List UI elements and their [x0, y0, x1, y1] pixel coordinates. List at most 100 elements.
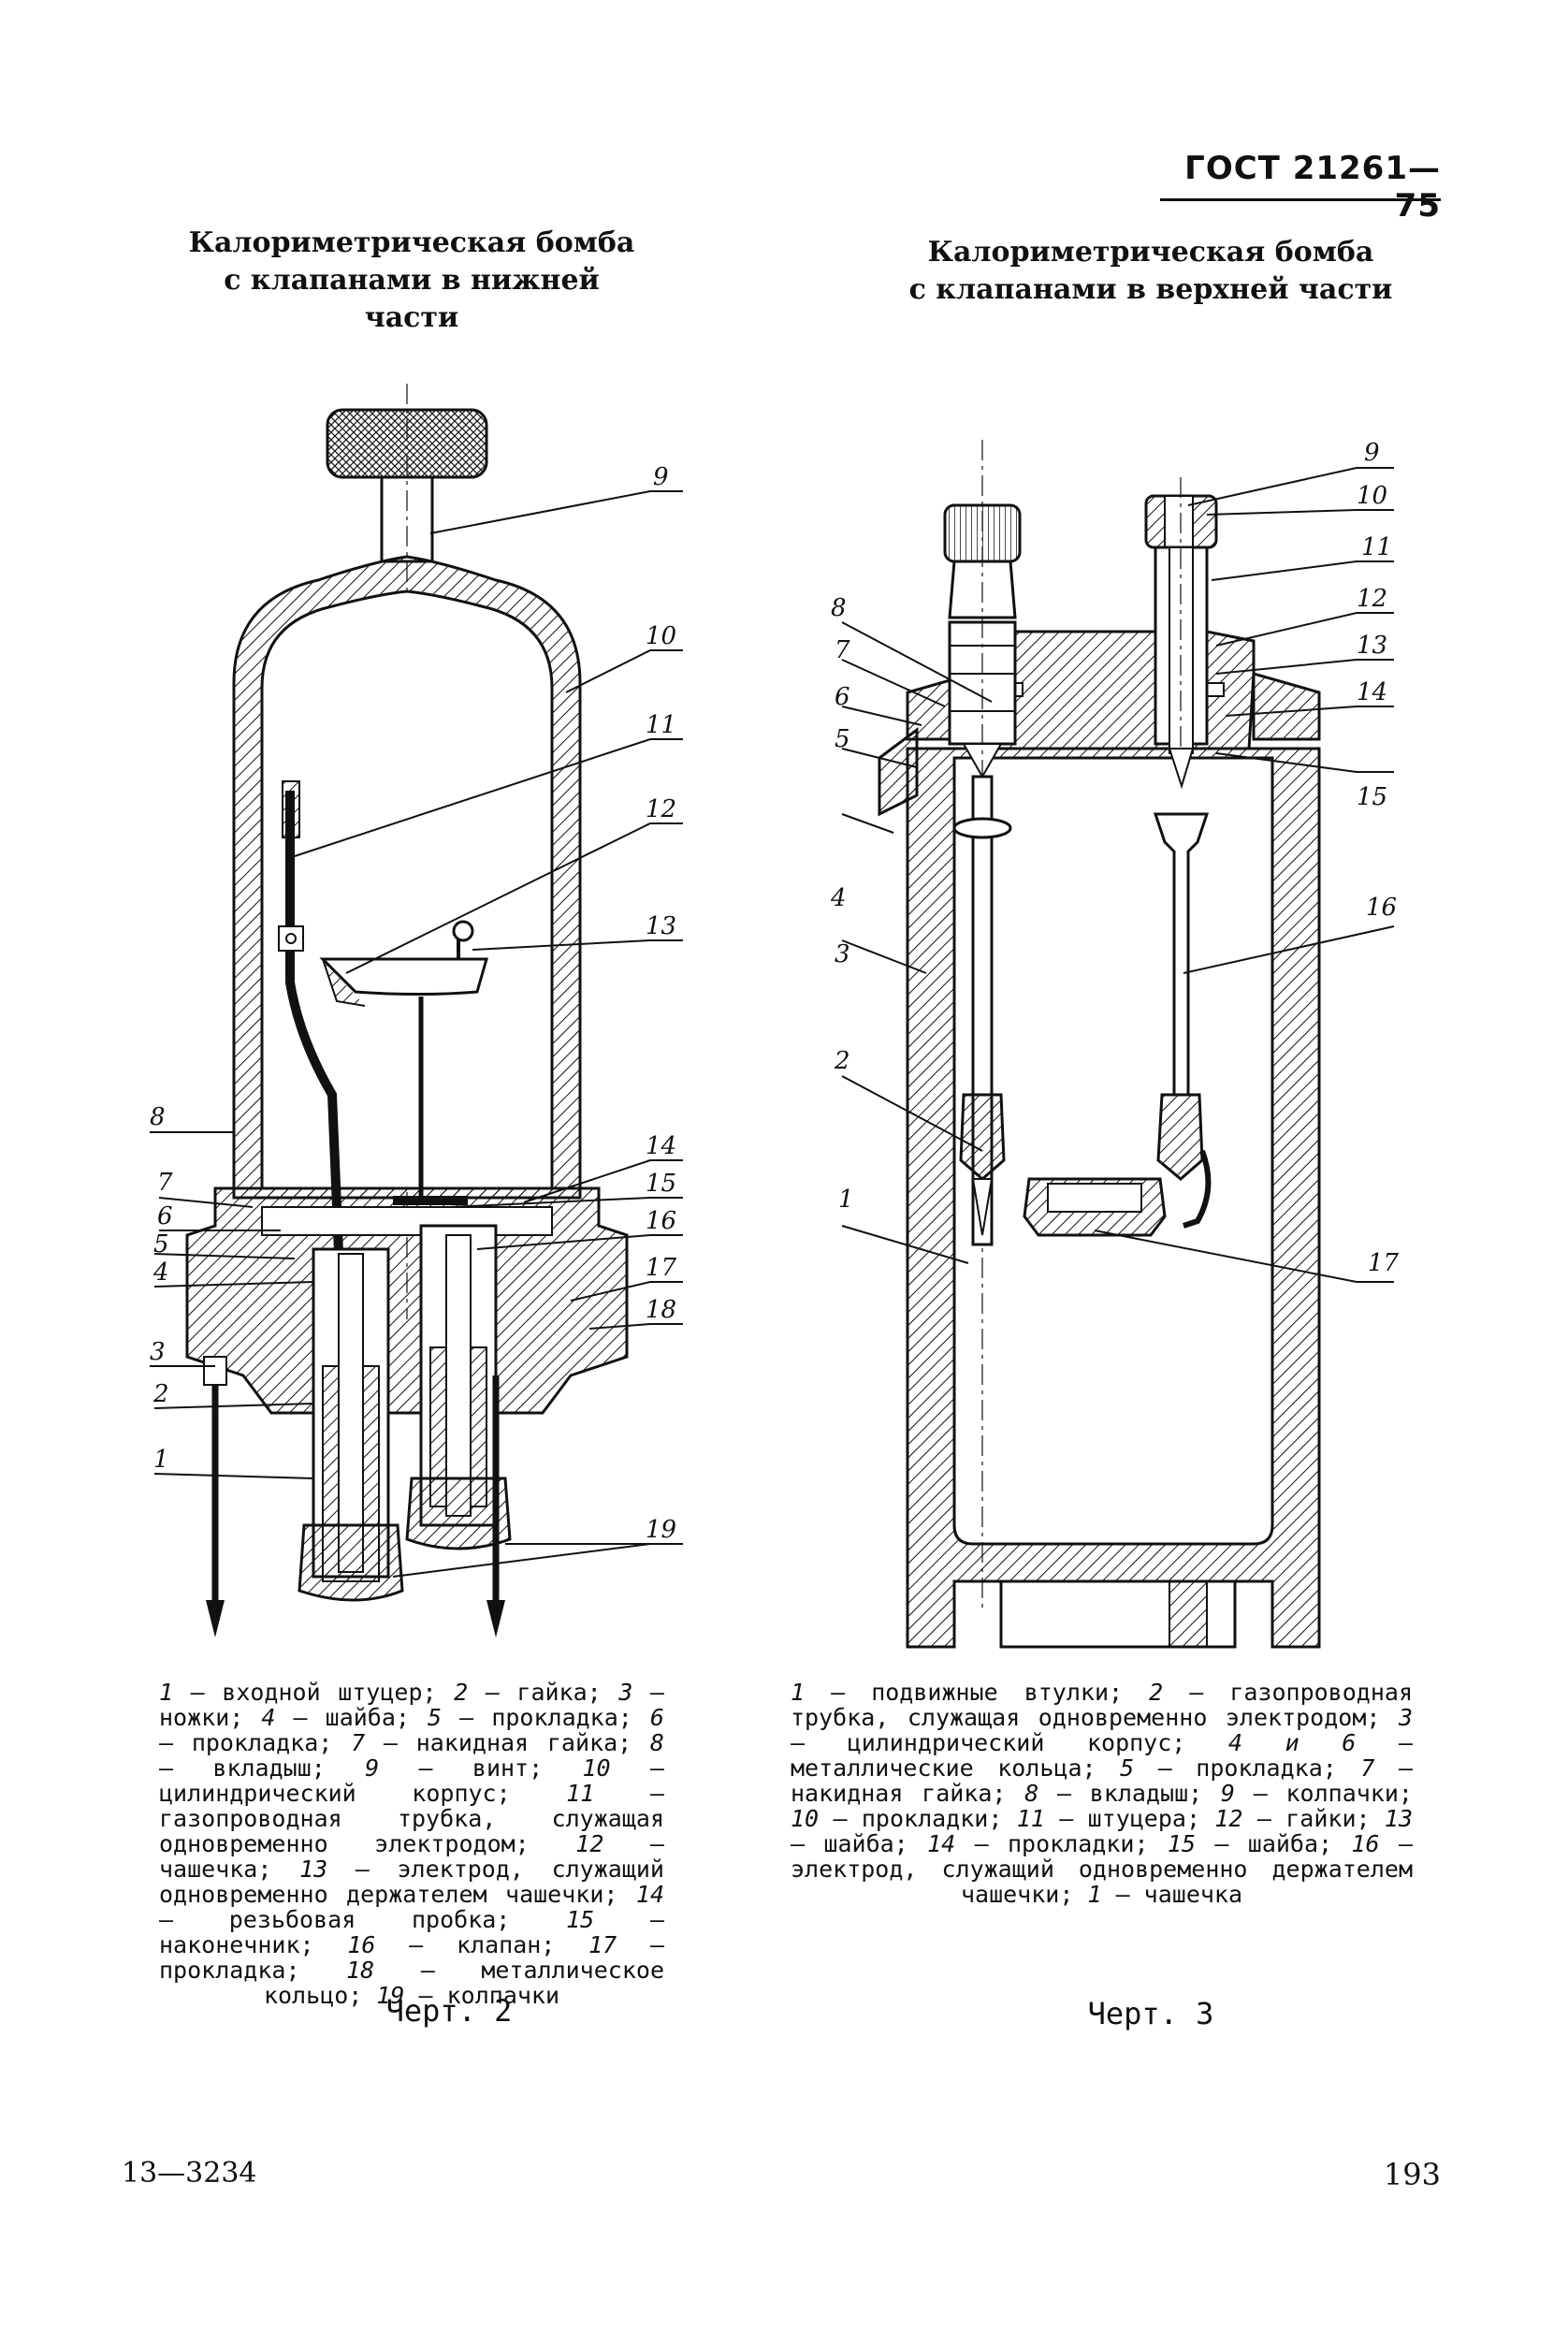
- legend-item: 16 — клапан;: [347, 1931, 556, 1958]
- legend-item-number: 2: [1149, 1679, 1164, 1706]
- legend-item: 9 — колпачки;: [1220, 1780, 1413, 1807]
- legend-item-text: газопроводная трубка, служащая одновреме…: [159, 1805, 664, 1857]
- callout-label: 1: [838, 1186, 854, 1214]
- legend-item: 14 — прокладки;: [927, 1830, 1149, 1857]
- callout-label: 11: [1361, 533, 1392, 561]
- figure-left-caption: Черт. 2: [385, 1993, 513, 2029]
- callout-label: 9: [653, 463, 669, 491]
- legend-item: 19 — колпачки: [376, 1982, 560, 2009]
- legend-item-text: шайба;: [325, 1704, 410, 1731]
- callout-label: 7: [157, 1169, 173, 1197]
- legend-item-text: электрод, служащий одновременно держател…: [159, 1855, 664, 1908]
- callout-label: 7: [835, 636, 850, 664]
- callout-label: 6: [835, 683, 850, 711]
- legend-item-number: 6: [649, 1704, 664, 1731]
- legend-item: 11 — газопроводная трубка, служащая одно…: [159, 1780, 664, 1857]
- legend-item-number: 11: [566, 1780, 595, 1807]
- legend-item-number: 14: [927, 1830, 956, 1857]
- legend-item: 1 — чашечка: [1087, 1881, 1243, 1908]
- legend-item-text: металлическое кольцо;: [263, 1957, 664, 2009]
- legend-item: 12 — гайки;: [1214, 1805, 1371, 1832]
- legend-item-number: 15: [1167, 1830, 1196, 1857]
- callout-label: 17: [646, 1254, 677, 1282]
- legend-item-number: 13: [299, 1855, 328, 1883]
- legend-item-text: цилиндрический корпус;: [847, 1729, 1186, 1756]
- callout-label: 8: [831, 594, 847, 622]
- legend-item-text: электрод, служащий одновременно держател…: [791, 1855, 1413, 1908]
- callout-label: 4: [152, 1259, 169, 1287]
- legend-item-number: 4: [261, 1704, 276, 1731]
- figure-left-callouts: 9 10 11 12 13 8 7 6 5 4 3 2 1 14 15 16 1…: [150, 463, 677, 1544]
- header-rule: [1160, 198, 1441, 201]
- legend-item-number: 4 и 6: [1227, 1729, 1357, 1756]
- legend-item-text: винт;: [472, 1754, 544, 1782]
- legend-item-text: колпачки;: [1285, 1780, 1413, 1807]
- legend-item: 13 — шайба;: [791, 1805, 1414, 1857]
- legend-item-text: шайба;: [823, 1830, 908, 1857]
- callout-label: 2: [834, 1047, 850, 1075]
- legend-item: 7 — накидная гайка;: [351, 1729, 632, 1756]
- legend-item: 13 — электрод, служащий одновременно дер…: [159, 1855, 664, 1908]
- callout-label: 4: [830, 884, 847, 912]
- figure-left-title-line: части: [364, 301, 459, 334]
- legend-item-number: 1: [791, 1679, 806, 1706]
- callout-label: 3: [835, 940, 850, 968]
- callout-label: 17: [1368, 1249, 1400, 1277]
- legend-item: 3 — ножки;: [159, 1679, 664, 1731]
- figure-left-title: Калориметрическая бомба с клапанами в ни…: [168, 225, 655, 337]
- legend-item-text: ножки;: [159, 1704, 244, 1731]
- figure-right-title-line: Калориметрическая бомба: [927, 236, 1374, 269]
- legend-item-number: 8: [1024, 1780, 1039, 1807]
- legend-item-text: резьбовая пробка;: [228, 1906, 511, 1933]
- legend-item-text: вкладыш;: [1089, 1780, 1203, 1807]
- legend-item: 17 — прокладка;: [159, 1931, 664, 1984]
- legend-item: 1 — входной штуцер;: [159, 1679, 437, 1706]
- legend-item: 5 — прокладка;: [1120, 1754, 1337, 1782]
- legend-item: 18 — металлическое кольцо;: [263, 1957, 664, 2009]
- legend-item-text: цилиндрический корпус;: [159, 1780, 511, 1807]
- legend-item-text: шайба;: [1247, 1830, 1333, 1857]
- callout-label: 19: [646, 1516, 676, 1544]
- figure-right-callouts: 9 10 11 12 13 14 15 8 7 6 5 4 3 2 1 16 1…: [830, 439, 1400, 1277]
- figure-right-legend: 1 — подвижные втулки; 2 — газопроводная …: [791, 1680, 1413, 1907]
- legend-item-number: 16: [347, 1931, 376, 1958]
- legend-item-text: прокладка;: [491, 1704, 632, 1731]
- legend-item-text: колпачки: [446, 1982, 560, 2009]
- callout-label: 15: [646, 1170, 676, 1198]
- callout-label: 12: [646, 795, 676, 823]
- legend-item-number: 11: [1016, 1805, 1045, 1832]
- figure-right-title: Калориметрическая бомба с клапанами в ве…: [823, 234, 1478, 309]
- legend-item: 10 — прокладки;: [791, 1805, 1003, 1832]
- callout-label: 14: [646, 1132, 676, 1160]
- legend-item-text: прокладка;: [191, 1729, 333, 1756]
- figure-right-caption: Черт. 3: [1087, 1996, 1214, 2031]
- gas-tube: [285, 791, 346, 1320]
- callout-label: 15: [1357, 783, 1387, 811]
- legend-item-number: 9: [365, 1754, 380, 1782]
- callout-label: 5: [153, 1230, 169, 1259]
- legend-item-number: 12: [1214, 1805, 1243, 1832]
- callout-label: 2: [152, 1380, 169, 1408]
- callout-label: 18: [646, 1296, 676, 1324]
- legend-item-text: газопроводная трубка, служащая одновреме…: [791, 1679, 1413, 1731]
- legend-item-number: 3: [618, 1679, 633, 1706]
- legend-item-text: штуцера;: [1087, 1805, 1201, 1832]
- callout-label: 13: [646, 912, 676, 940]
- base-block: [185, 1186, 629, 1415]
- legend-item: 2 — газопроводная трубка, служащая однов…: [791, 1679, 1413, 1731]
- legend-item-text: прокладка;: [1196, 1754, 1337, 1782]
- legend-item-text: входной штуцер;: [222, 1679, 437, 1706]
- legend-item: 2 — гайка;: [454, 1679, 602, 1706]
- legend-item-number: 14: [635, 1881, 664, 1908]
- legend-item-number: 19: [376, 1982, 405, 2009]
- legend-item: 16 — электрод, служащий одновременно дер…: [791, 1830, 1413, 1908]
- legend-item-number: 16: [1351, 1830, 1380, 1857]
- figure-right-title-line: с клапанами в верхней части: [908, 273, 1393, 306]
- legend-item-text: клапан;: [456, 1931, 556, 1958]
- legend-item: 9 — винт;: [365, 1754, 544, 1782]
- legend-item: 1 — подвижные втулки;: [791, 1679, 1124, 1706]
- legend-item: 6 — прокладка;: [159, 1704, 664, 1756]
- legend-item-number: 13: [1384, 1805, 1414, 1832]
- legend-item: 3 — цилиндрический корпус;: [791, 1704, 1413, 1756]
- legend-item: 8 — вкладыш;: [159, 1729, 664, 1782]
